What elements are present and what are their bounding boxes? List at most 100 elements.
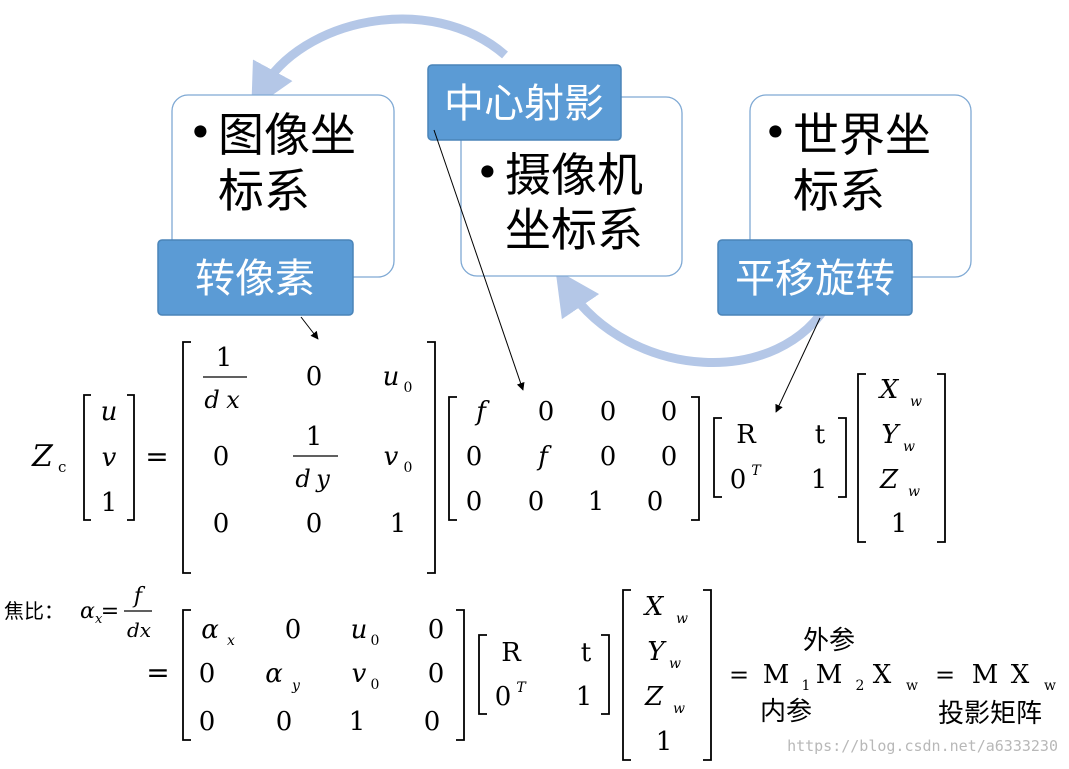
m-symbol: M (816, 660, 843, 690)
x-subscript: x (227, 633, 235, 649)
watermark-url: https://blog.csdn.net/a6333230 (787, 737, 1058, 755)
zero: 0 (730, 465, 747, 495)
dx-symbol: dx (127, 618, 151, 642)
focal-ratio-label: 焦比： (4, 599, 64, 623)
zero: 0 (661, 442, 678, 472)
camera-coordinate-box: • 摄像机 坐标系 (460, 96, 683, 277)
alpha-symbol: α (265, 659, 283, 689)
zero: 0 (528, 487, 545, 517)
v0-subscript: 0 (371, 677, 380, 693)
zero: 0 (213, 509, 230, 539)
v0-symbol: v (384, 442, 399, 472)
xw-symbol: X (878, 375, 900, 405)
one: 1 (101, 488, 118, 518)
zero: 0 (276, 707, 293, 737)
alpha-symbol: α (80, 599, 95, 624)
zero: 0 (285, 615, 302, 645)
y-symbol: y (315, 465, 330, 493)
x-symbol: x (226, 386, 240, 414)
arc-to-camera-arrow (555, 269, 834, 367)
f-symbol: f (536, 442, 552, 472)
one: 1 (891, 509, 908, 539)
projection-matrix-label: 投影矩阵 (938, 699, 1042, 729)
zero: 0 (661, 397, 678, 427)
u-symbol: u (101, 397, 118, 427)
w-subscript: w (673, 701, 685, 717)
camera-box-line1: 摄像机 (505, 148, 643, 202)
camera-box-line2: 坐标系 (505, 203, 643, 257)
w-subscript: w (1044, 678, 1056, 694)
yw-symbol: Y (881, 420, 901, 450)
one: 1 (588, 487, 605, 517)
world-box-line1: 世界坐 (793, 108, 931, 162)
projection-matrix: f 0 0 0 0 f 0 0 0 0 1 0 (448, 396, 700, 521)
u0-symbol: u (351, 615, 368, 645)
zw-symbol: Z (644, 682, 664, 712)
f-symbol: f (132, 584, 146, 609)
xw-symbol: X (643, 592, 665, 622)
w-subscript: w (910, 394, 922, 410)
to-pixel-label: 转像素 (157, 239, 354, 316)
t-symbol: t (815, 420, 826, 450)
pointer-arrow-intrinsic (300, 316, 319, 340)
world-box-line2: 标系 (793, 164, 885, 218)
central-projection-label: 中心射影 (427, 64, 622, 141)
equals-sign: = (935, 661, 955, 689)
one: 1 (216, 343, 233, 373)
equation-1: Z c u v 1 = 1 d x 0 u 0 0 1 d y v (31, 341, 946, 574)
one: 1 (349, 707, 366, 737)
m-symbol: M (763, 660, 790, 690)
equals-sign: = (145, 440, 168, 473)
zero: 0 (306, 362, 323, 392)
one: 1 (656, 727, 673, 757)
x-symbol: X (1011, 660, 1030, 690)
intrinsic-label: 内参 (760, 697, 812, 727)
y-subscript: y (291, 678, 301, 694)
alpha-symbol: α (201, 615, 219, 645)
w-subscript: w (669, 656, 681, 672)
w-subscript: w (908, 484, 920, 500)
central-projection-text: 中心射影 (444, 81, 604, 127)
zero: 0 (306, 509, 323, 539)
v0-subscript: 0 (404, 460, 413, 476)
equals-sign: = (146, 656, 169, 689)
intrinsic-matrix: 1 d x 0 u 0 0 1 d y v 0 0 0 1 (182, 341, 436, 574)
w-subscript: w (906, 678, 918, 694)
pointer-arrow-projection (433, 129, 525, 391)
w-subscript: w (903, 439, 915, 455)
v-symbol: v (102, 443, 117, 473)
zero: 0 (647, 487, 664, 517)
u0-symbol: u (383, 362, 400, 392)
zero: 0 (600, 442, 617, 472)
extrinsic-label: 外参 (803, 626, 855, 656)
d-symbol: d (295, 465, 310, 493)
zero: 0 (495, 682, 512, 712)
translate-rotate-text: 平移旋转 (735, 256, 895, 302)
zero: 0 (600, 397, 617, 427)
world-vector: X w Y w Z w 1 (857, 373, 946, 543)
bullet: • (475, 148, 500, 197)
f-symbol: f (474, 397, 490, 427)
zero: 0 (199, 659, 216, 689)
transpose-symbol: T (751, 463, 762, 479)
yw-symbol: Y (647, 637, 667, 667)
equals-sign: = (101, 599, 119, 624)
u0-subscript: 0 (404, 380, 413, 396)
image-box-line1: 图像坐 (218, 108, 356, 162)
bullet: • (188, 108, 213, 157)
one: 1 (390, 509, 407, 539)
m1-subscript: 1 (802, 678, 811, 694)
zero: 0 (538, 397, 555, 427)
pointer-arrow-extrinsic (775, 317, 821, 413)
zero: 0 (213, 442, 230, 472)
one: 1 (576, 682, 593, 712)
equals-sign: = (729, 661, 749, 689)
equation-2: 焦比： α x = f dx = α x 0 u 0 0 0 α y v 0 0… (4, 584, 1056, 761)
m-symbol: M (972, 660, 999, 690)
zc-symbol: Z (31, 439, 54, 474)
t-symbol: t (581, 638, 592, 668)
bullet: • (763, 108, 788, 157)
u0-subscript: 0 (371, 633, 380, 649)
x-symbol: X (873, 660, 892, 690)
